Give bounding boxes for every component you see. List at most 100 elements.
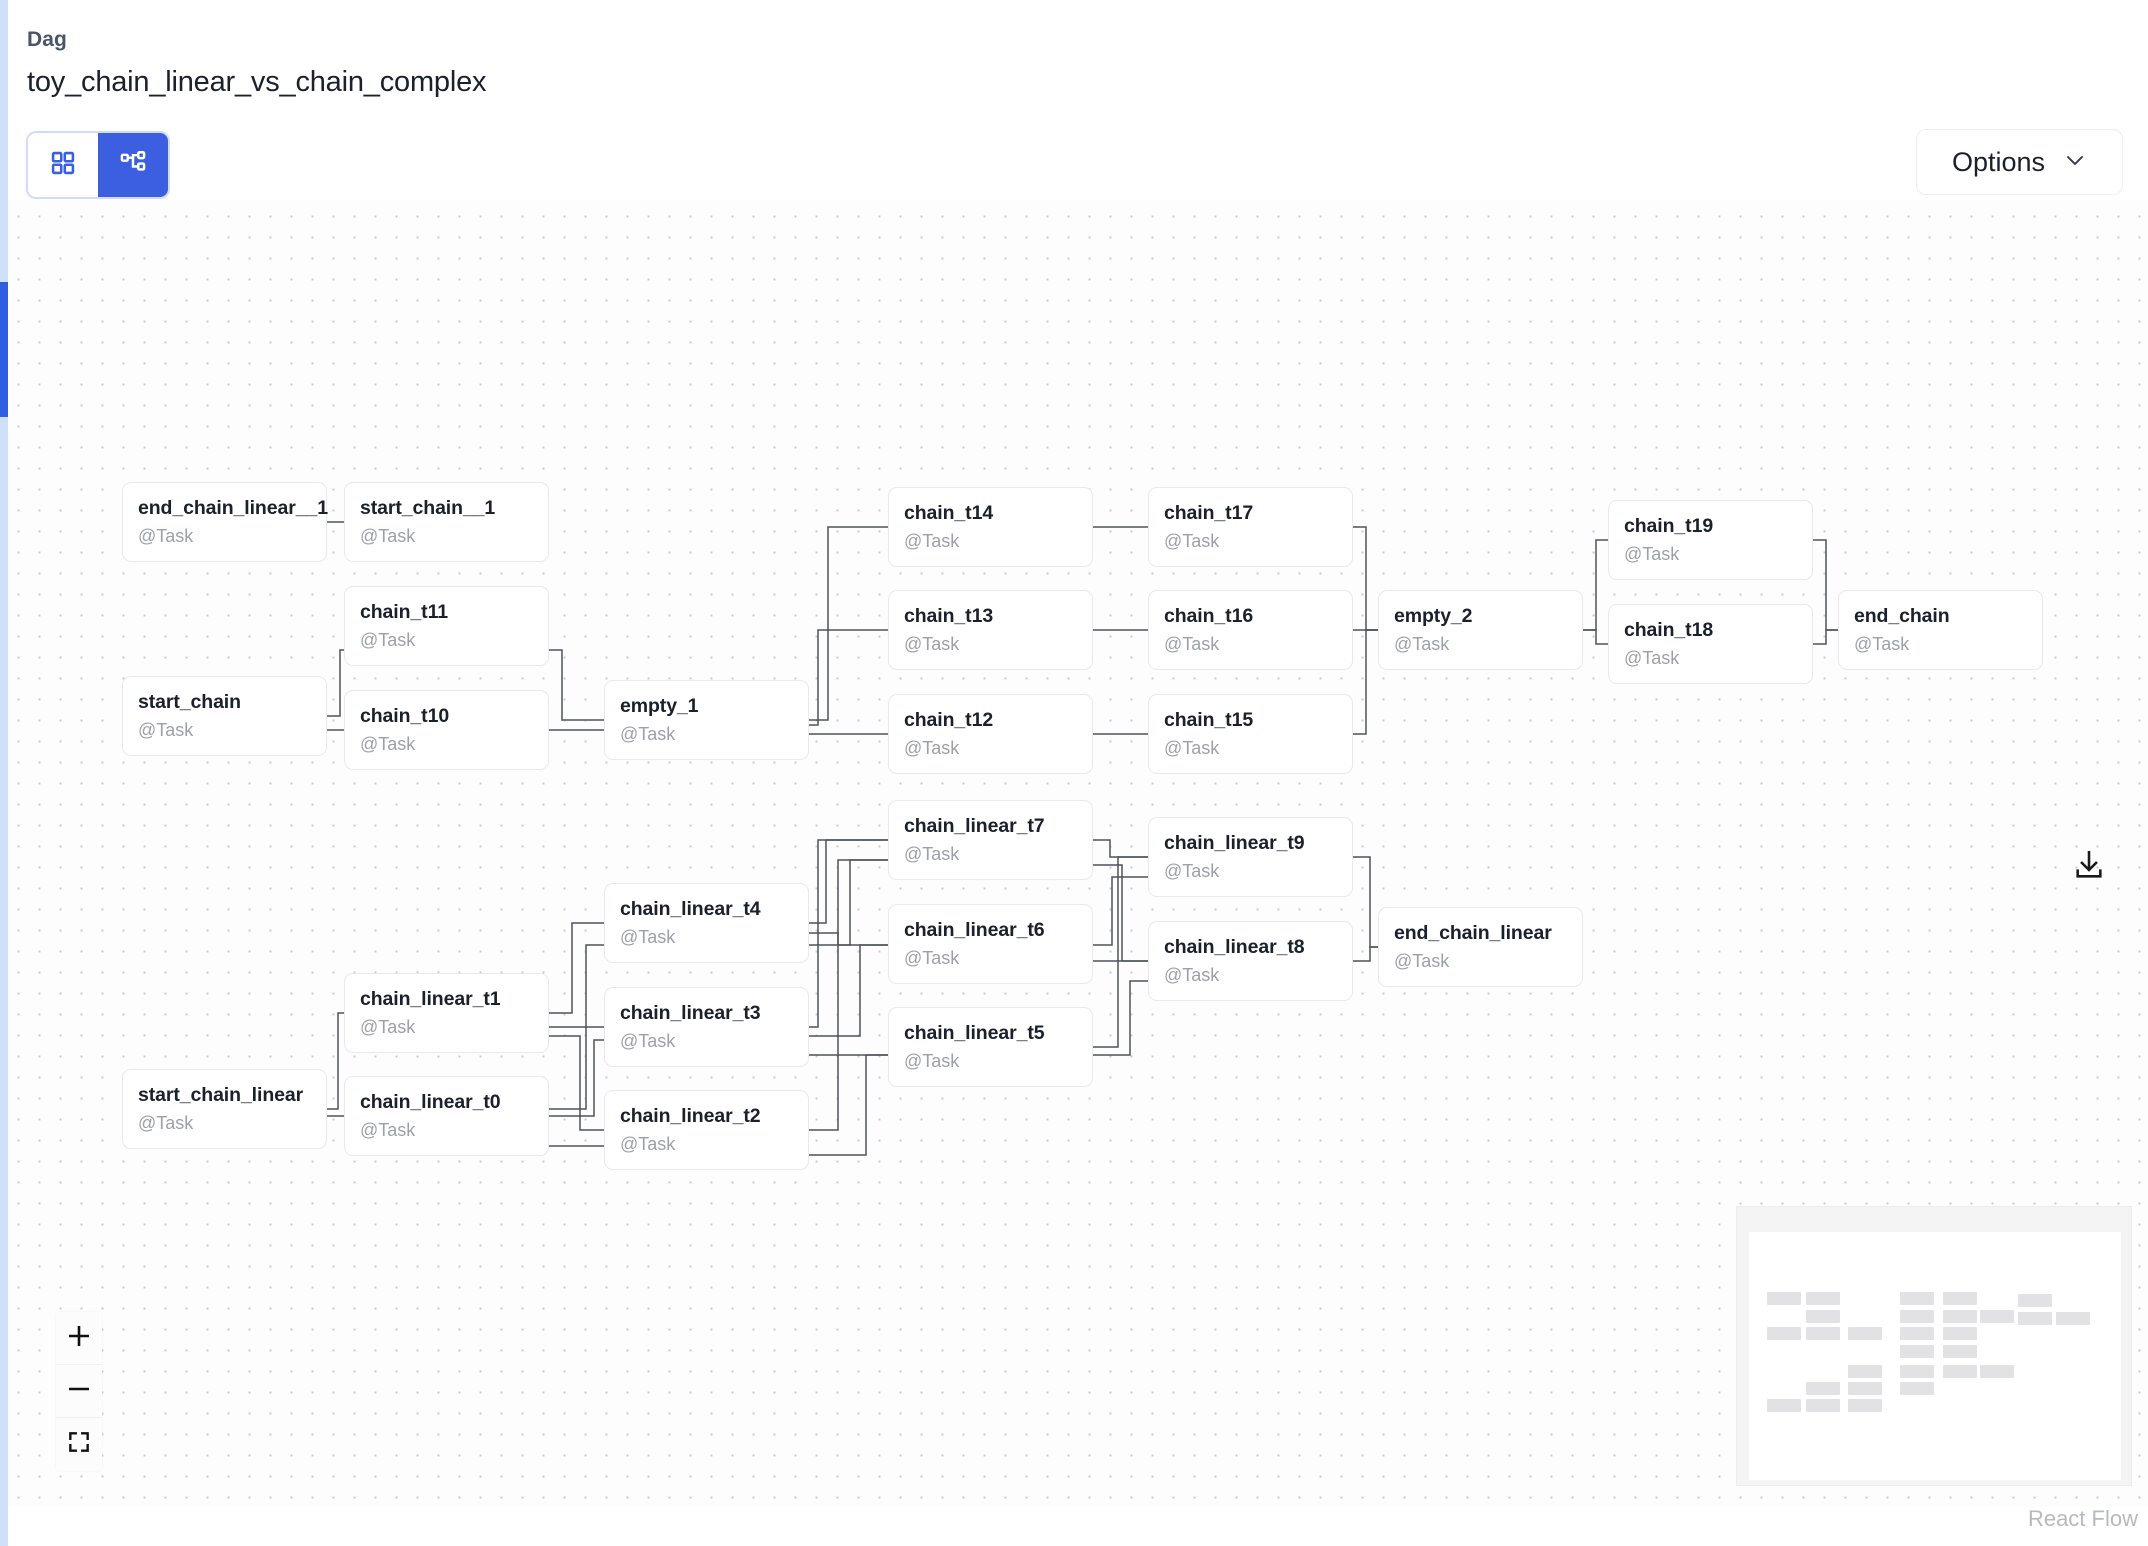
minimap-node [1806,1310,1840,1323]
node-subtitle: @Task [360,1017,416,1037]
graph-node[interactable]: end_chain_linear@Task [1378,907,1583,987]
grid-icon [49,149,77,182]
graph-node[interactable]: chain_t18@Task [1608,604,1813,684]
minimap[interactable] [1736,1206,2132,1486]
node-title: chain_t17 [1164,502,1254,524]
minimap-viewport [1749,1232,2121,1480]
node-subtitle: @Task [904,531,960,551]
node-title: end_chain_linear [1394,922,1552,944]
graph-node[interactable]: chain_linear_t7@Task [888,800,1093,880]
graph-edge [1813,629,1838,645]
minimap-node [1900,1365,1934,1378]
minimap-node [1767,1327,1801,1340]
node-subtitle: @Task [138,1113,194,1133]
graph-node[interactable]: chain_t10@Task [344,690,549,770]
graph-node[interactable]: chain_linear_t8@Task [1148,921,1353,1001]
node-subtitle: @Task [620,1031,676,1051]
graph-view-button[interactable] [98,133,168,197]
graph-node[interactable]: chain_t13@Task [888,590,1093,670]
minimap-node [2018,1294,2052,1307]
graph-node[interactable]: chain_t12 @Task [888,694,1093,774]
graph-node[interactable]: start_chain@Task [122,676,327,756]
graph-node[interactable]: chain_t11 @Task [344,586,549,666]
node-subtitle: @Task [138,526,194,546]
node-subtitle: @Task [360,630,416,650]
graph-edge [1353,526,1378,631]
graph-node[interactable]: chain_t17@Task [1148,487,1353,567]
page-scrollbar[interactable] [0,0,8,1546]
plus-icon [66,1323,92,1354]
fit-view-button[interactable] [56,1418,102,1471]
node-title: chain_linear_t5 [904,1022,1045,1044]
node-title: chain_t12 [904,709,994,731]
options-label: Options [1951,146,2046,177]
options-button[interactable]: Options [1916,129,2123,195]
page-header: Dag toy_chain_linear_vs_chain_complex [0,0,2148,200]
node-subtitle: @Task [904,948,960,968]
node-title: chain_linear_t3 [620,1002,761,1024]
minimap-node [1943,1310,1977,1323]
node-subtitle: @Task [1854,634,1910,654]
graph-node[interactable]: end_chain_linear__1 @Task [122,482,328,562]
page-title: toy_chain_linear_vs_chain_complex [27,66,487,98]
graph-node[interactable]: chain_linear_t3 @Task [604,987,809,1067]
react-flow-attribution[interactable]: React Flow [2027,1506,2138,1531]
graph-edge [809,526,888,721]
graph-edge [327,649,344,717]
graph-node[interactable]: empty_1@Task [604,680,809,760]
node-title: chain_linear_t0 [360,1091,501,1113]
graph-node[interactable]: chain_linear_t0@Task [344,1076,549,1156]
graph-node[interactable]: chain_linear_t9@Task [1148,817,1353,897]
minimap-node [1806,1399,1840,1412]
graph-node[interactable]: start_chain__1@Task [344,482,549,562]
graph-node[interactable]: chain_linear_t2@Task [604,1090,809,1170]
graph-edge [549,922,604,1014]
node-title: chain_linear_t2 [620,1105,761,1127]
minimap-node [1900,1382,1934,1395]
graph-node[interactable]: chain_t15@Task [1148,694,1353,774]
minimap-node [1767,1292,1801,1305]
graph-edge [1093,856,1148,1048]
graph-edge [809,1054,888,1156]
graph-canvas[interactable]: end_chain_linear__1 @Task start_chain__1@T… [0,200,2148,1507]
grid-view-button[interactable] [28,133,98,197]
minimap-node [1848,1382,1882,1395]
graph-node[interactable]: chain_linear_t6@Task [888,904,1093,984]
node-subtitle: @Task [1624,648,1680,668]
zoom-in-button[interactable] [56,1312,102,1365]
graph-node[interactable]: chain_t16@Task [1148,590,1353,670]
node-title: chain_t14 [904,502,994,524]
graph-edge [809,839,888,924]
download-button[interactable] [2072,848,2106,882]
node-title: end_chain_linear__1 [138,497,328,519]
node-title: chain_t19 [1624,515,1714,537]
minimap-node [1900,1327,1934,1340]
graph-edge [1093,876,1148,946]
node-subtitle: @Task [360,734,416,754]
minimap-node [1806,1292,1840,1305]
graph-node[interactable]: chain_linear_t5@Task [888,1007,1093,1087]
node-title: empty_2 [1394,605,1473,627]
minimap-node [1900,1292,1934,1305]
graph-node[interactable]: chain_linear_t1@Task [344,973,549,1053]
graph-edge [1353,856,1378,948]
node-title: chain_t15 [1164,709,1254,731]
graph-edge [327,1012,344,1110]
graph-node[interactable]: start_chain_linear@Task [122,1069,327,1149]
page-eyebrow: Dag [27,28,67,51]
node-title: chain_linear_t4 [620,898,761,920]
graph-node[interactable]: chain_linear_t4@Task [604,883,809,963]
graph-node[interactable]: chain_t19@Task [1608,500,1813,580]
node-title: chain_t11 [360,601,448,623]
scrollbar-thumb[interactable] [0,282,8,417]
node-subtitle: @Task [904,738,960,758]
graph-node[interactable]: chain_t14 @Task [888,487,1093,567]
node-title: chain_linear_t9 [1164,832,1305,854]
node-subtitle: @Task [620,724,676,744]
graph-edge [1093,864,1148,962]
graph-node[interactable]: empty_2@Task [1378,590,1583,670]
node-subtitle: @Task [904,844,960,864]
zoom-out-button[interactable] [56,1365,102,1418]
graph-node[interactable]: end_chain@Task [1838,590,2043,670]
